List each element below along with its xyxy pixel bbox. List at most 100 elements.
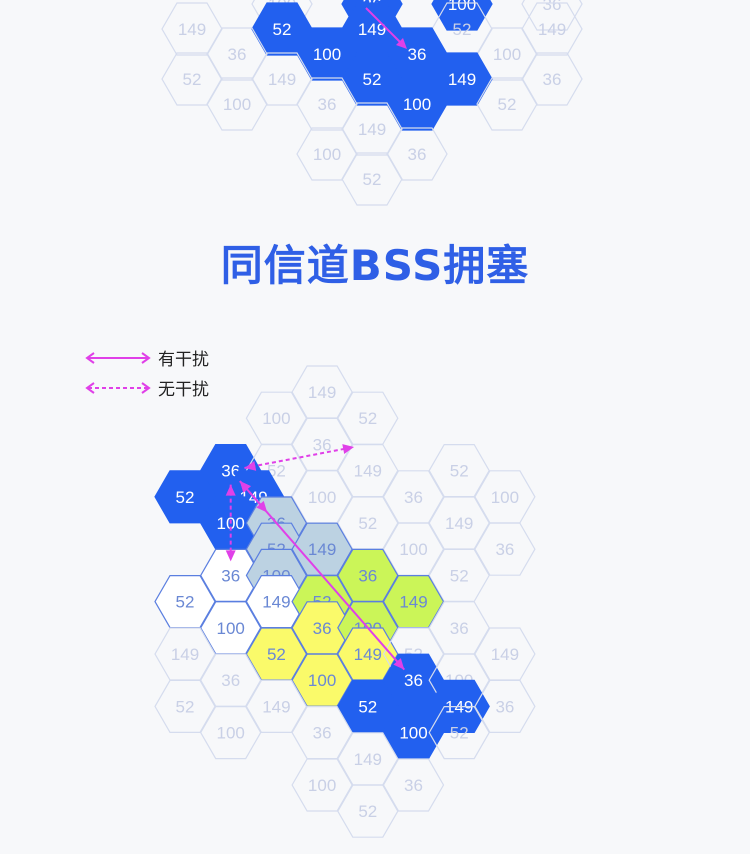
no-interference-arrow-3-head-start — [225, 484, 236, 496]
no-interference-arrow-2-head-end — [256, 500, 268, 513]
bottom-hex-label: 100 — [399, 724, 427, 743]
top-hex-label: 100 — [403, 95, 431, 114]
bottom-hex-cell: 36 — [382, 653, 445, 707]
bottom-hex-label: 52 — [358, 697, 377, 716]
bottom-hex-label: 149 — [262, 593, 290, 612]
top-hex-label: 100 — [223, 95, 251, 114]
top-hex-label: 52 — [273, 20, 292, 39]
top-hex-label: 100 — [493, 45, 521, 64]
bottom-hex-label: 36 — [404, 776, 423, 795]
interference-arrow-1 — [239, 480, 406, 671]
top-hex-label: 52 — [453, 20, 472, 39]
top-arrow-head — [396, 38, 407, 49]
bottom-hex-cell: 36 — [200, 548, 262, 603]
bottom-hex-label: 36 — [404, 488, 423, 507]
solid-arrow-icon — [85, 351, 151, 364]
top-hex-shape — [476, 77, 538, 131]
top-hex-label: 36 — [543, 70, 562, 89]
no-interference-arrow-1-head-start — [244, 460, 257, 471]
top-hex-label: 52 — [363, 170, 382, 189]
bottom-hex-label: 52 — [176, 697, 195, 716]
top-hex-label: 149 — [178, 20, 206, 39]
bottom-hex-label: 52 — [358, 802, 377, 821]
top-hex-cell: 149 — [431, 52, 493, 106]
bottom-hex-label: 149 — [171, 645, 199, 664]
no-interference-arrow-1-head-end — [342, 444, 355, 455]
bottom-hex-cell: 36 — [382, 758, 445, 812]
top-hex-label: 100 — [313, 45, 341, 64]
top-hex-cell: 52 — [341, 152, 403, 206]
top-hex-cell: 100 — [296, 27, 358, 81]
top-hex-label: 36 — [408, 45, 427, 64]
bottom-hex-label: 149 — [491, 645, 519, 664]
bottom-hex-label: 36 — [221, 566, 240, 585]
bottom-hex-label: 36 — [313, 724, 332, 743]
top-interference-arrow — [365, 7, 405, 47]
legend-solid-label: 有干扰 — [158, 350, 209, 370]
top-hex-label: 52 — [363, 70, 382, 89]
top-hex-label: 149 — [268, 70, 296, 89]
bottom-hex-label: 52 — [450, 566, 469, 585]
section-title: 同信道BSS拥塞 — [220, 241, 530, 290]
bottom-hex-shape — [291, 758, 353, 812]
top-hex-label: 36 — [228, 45, 247, 64]
bottom-hex-label: 149 — [445, 514, 473, 533]
bottom-hex-label: 36 — [221, 671, 240, 690]
legend-dashed-label: 无干扰 — [158, 380, 209, 400]
bottom-hex-label: 52 — [176, 488, 195, 507]
bottom-hex-shape — [154, 470, 216, 524]
top-hex-label: 149 — [358, 120, 386, 139]
legend-solid: 有干扰 — [84, 345, 209, 370]
bottom-hex-cell: 36 — [474, 679, 536, 734]
no-interference-arrow-1 — [244, 446, 355, 469]
top-hex-label: 52 — [183, 70, 202, 89]
bottom-hex-cell: 149 — [337, 627, 399, 681]
dashed-arrow-icon — [85, 381, 151, 394]
bottom-hex-cell: 149 — [245, 679, 308, 734]
bottom-hex-cell: 36 — [474, 522, 536, 576]
bottom-hex-cell: 52 — [154, 679, 216, 734]
bottom-hex-label: 149 — [354, 645, 382, 664]
bottom-hex-cell: 52 — [337, 679, 399, 734]
bottom-hex-label: 36 — [450, 619, 469, 638]
top-hex-label: 100 — [313, 145, 341, 164]
bottom-hex-cell: 100 — [200, 601, 262, 655]
interference-arrow-1-head-end — [393, 658, 405, 670]
bottom-hex-label: 149 — [354, 750, 382, 769]
top-hex-cell: 100 — [386, 77, 448, 131]
bottom-hex-label: 52 — [450, 462, 469, 481]
bottom-hex-label: 52 — [267, 645, 286, 664]
bottom-hex-cell: 100 — [291, 653, 353, 707]
bottom-hex-cell: 149 — [245, 574, 308, 629]
bottom-hex-shape — [154, 679, 216, 734]
no-interference-arrow-3-head-end — [225, 550, 236, 562]
bottom-hex-label: 100 — [217, 724, 245, 743]
bottom-hex-shape — [382, 758, 445, 812]
bottom-hex-cell: 52 — [245, 627, 308, 681]
bottom-hex-label: 36 — [495, 540, 514, 559]
top-hex-cell: 100 — [431, 0, 493, 31]
bottom-hex-label: 100 — [262, 409, 290, 428]
top-hex-shape — [341, 152, 403, 206]
bottom-hex-shape — [474, 522, 536, 576]
bottom-hex-label: 52 — [358, 514, 377, 533]
top-hex-shape — [431, 0, 493, 31]
top-hex-label: 36 — [408, 145, 427, 164]
bottom-hex-label: 100 — [491, 488, 519, 507]
bottom-hex-label: 100 — [308, 776, 336, 795]
top-hex-shape — [206, 77, 268, 131]
bottom-hex-shape — [474, 679, 536, 734]
bottom-hex-label: 36 — [313, 619, 332, 638]
top-hex-label: 52 — [498, 95, 517, 114]
bottom-hex-shape — [428, 705, 490, 760]
bottom-hex-label: 149 — [399, 593, 427, 612]
bottom-hex-label: 36 — [313, 435, 332, 454]
top-hex-label: 36 — [318, 95, 337, 114]
legend-dashed: 无干扰 — [84, 375, 209, 400]
top-hex-shape — [521, 0, 583, 31]
top-hex-cell: 52 — [341, 52, 403, 106]
bottom-hex-label: 52 — [450, 724, 469, 743]
bottom-hex-label: 100 — [308, 671, 336, 690]
